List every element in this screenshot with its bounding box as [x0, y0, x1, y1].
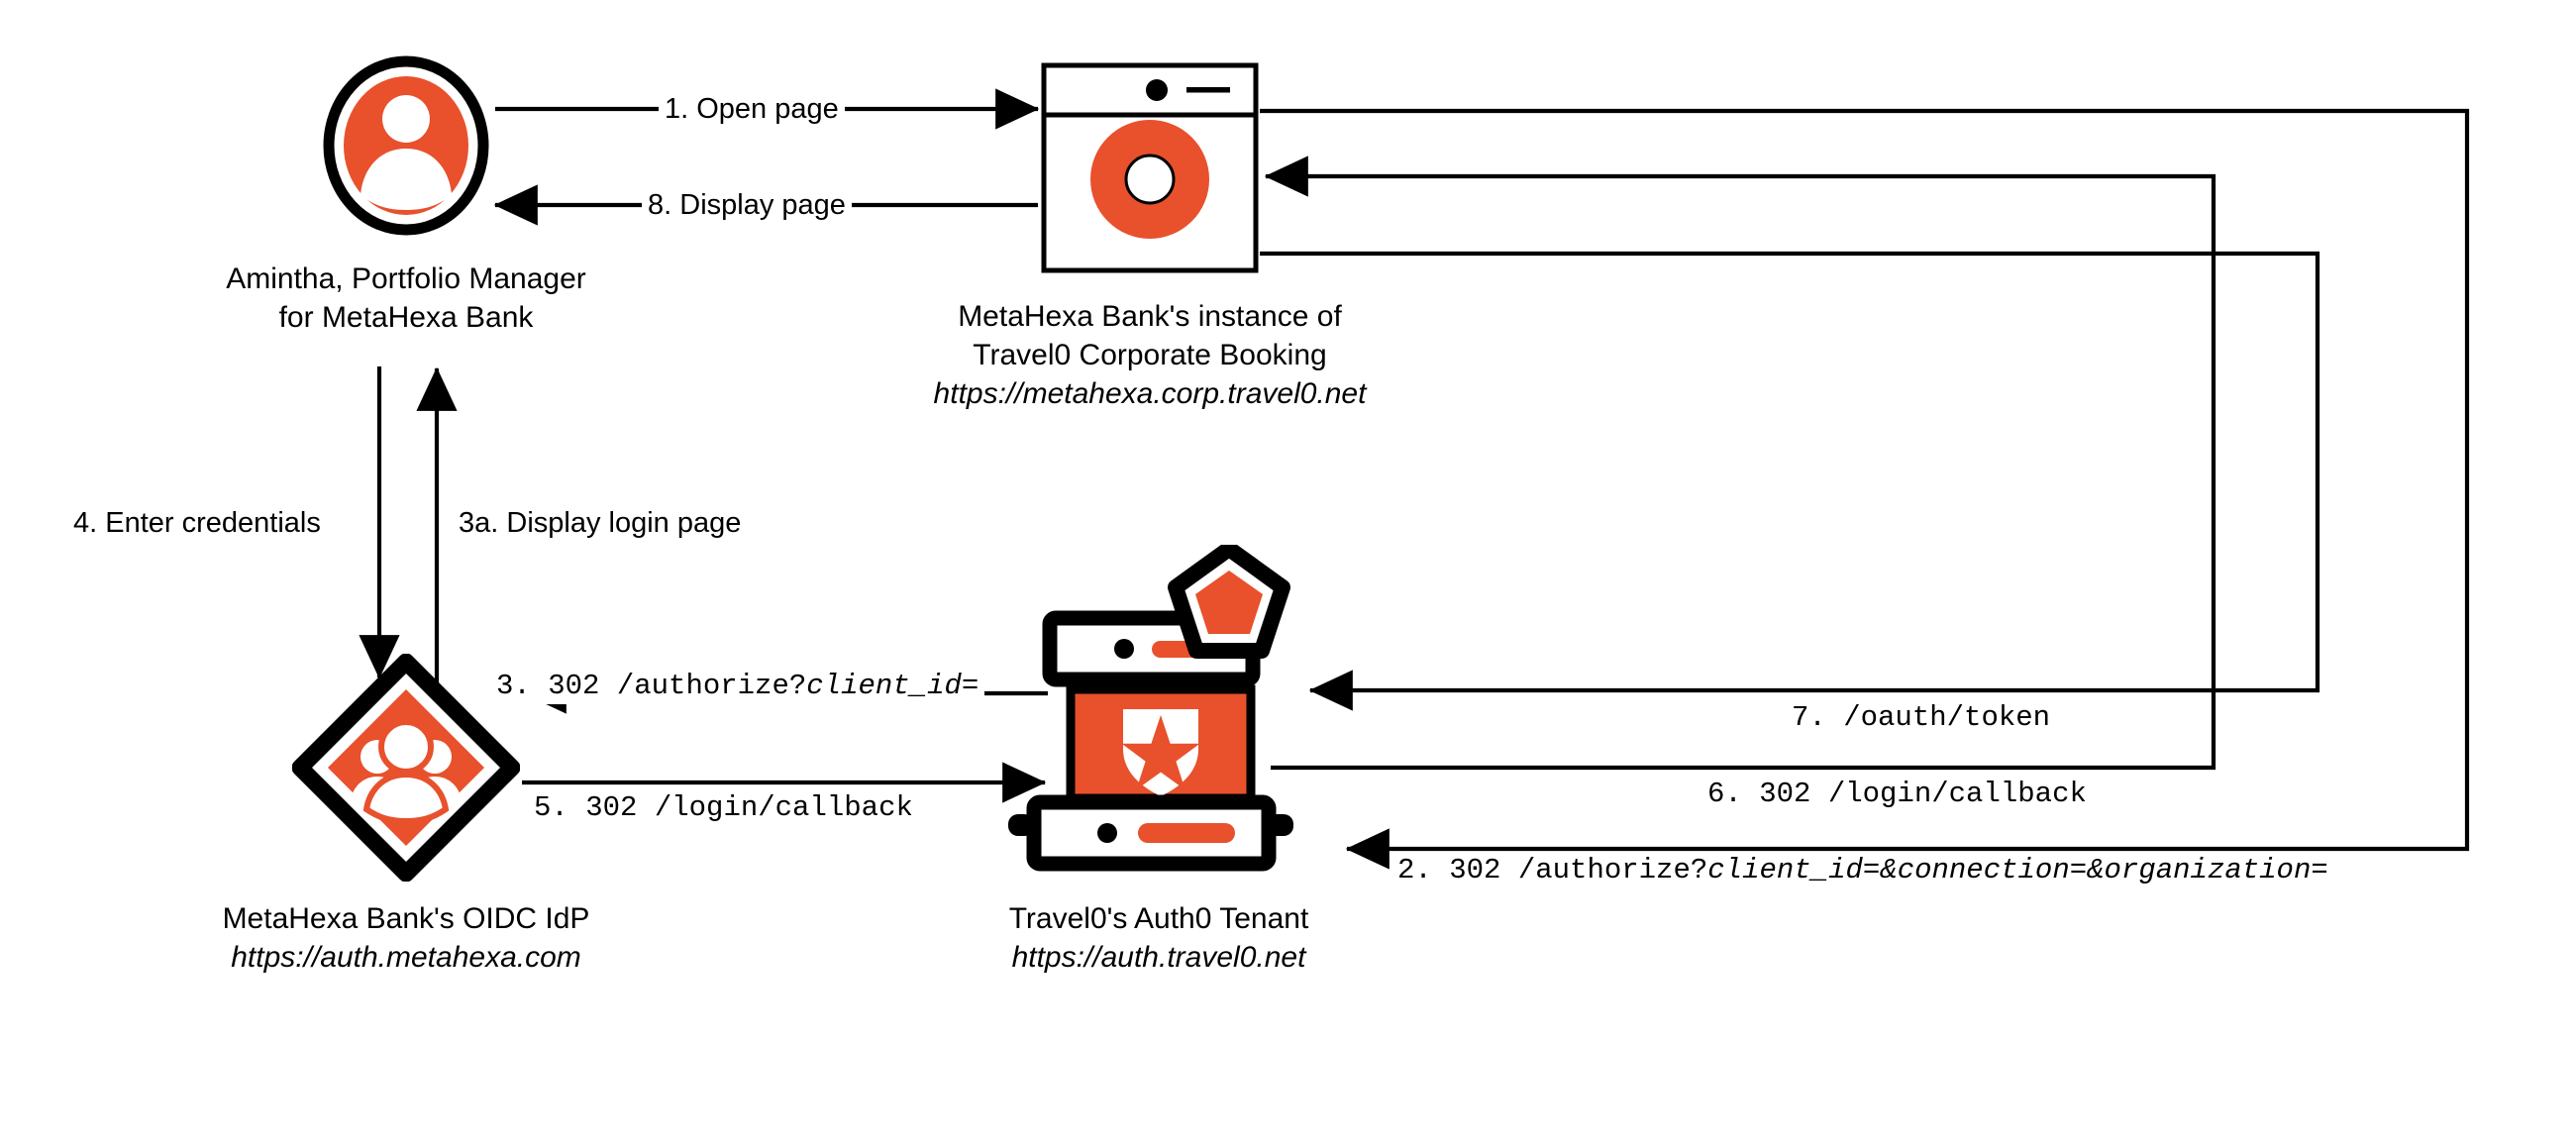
node-app-caption-line2: Travel0 Corporate Booking — [973, 339, 1327, 371]
step-5-text: 302 /login/callback — [567, 791, 913, 824]
step-6-number: 6. — [1707, 778, 1742, 810]
node-app-url: https://metahexa.corp.travel0.net — [933, 377, 1367, 410]
step-6-text: 302 /login/callback — [1741, 778, 2087, 810]
step-3-label: 3. 302 /authorize?client_id= — [490, 668, 985, 705]
step-3-number: 3. — [496, 670, 531, 702]
step-6-label: 6. 302 /login/callback — [1701, 776, 2093, 813]
step-3a-number: 3a. — [459, 507, 499, 539]
step-7-label: 7. /oauth/token — [1786, 699, 2057, 737]
step-2-params: client_id=&connection=&organization= — [1707, 854, 2328, 886]
step-3a-text: Display login page — [498, 507, 742, 539]
step-3-text: 302 /authorize? — [530, 670, 807, 702]
node-user-caption-line1: Amintha, Portfolio Manager — [226, 262, 586, 295]
step-4-label: 4. Enter credentials — [67, 505, 327, 543]
step-2-text: 302 /authorize? — [1431, 854, 1708, 886]
step-1-number: 1. — [665, 93, 689, 125]
auth0-shield-icon — [1121, 709, 1200, 796]
node-app-caption-line1: MetaHexa Bank's instance of — [958, 300, 1342, 333]
node-app-caption: MetaHexa Bank's instance of Travel0 Corp… — [853, 297, 1447, 413]
node-tenant-caption: Travel0's Auth0 Tenant https://auth.trav… — [862, 899, 1456, 977]
server-led-icon — [1097, 823, 1117, 843]
step-5-number: 5. — [534, 791, 568, 824]
user-avatar-icon — [323, 55, 489, 236]
step-8-text: Display page — [671, 189, 846, 221]
step-1-label: 1. Open page — [659, 91, 845, 129]
connector-step-2 — [1260, 108, 2470, 870]
node-user[interactable] — [317, 52, 495, 240]
server-led-icon — [1114, 639, 1134, 659]
pentagon-badge-icon — [1168, 545, 1290, 659]
node-idp-caption-line1: MetaHexa Bank's OIDC IdP — [222, 902, 590, 935]
window-dash-icon — [1186, 87, 1230, 93]
node-app[interactable] — [1040, 61, 1260, 274]
node-tenant[interactable] — [998, 545, 1320, 886]
step-7-text: /oauth/token — [1825, 701, 2051, 734]
gear-icon — [1090, 120, 1209, 239]
node-tenant-url: https://auth.travel0.net — [1011, 941, 1306, 974]
step-3a-label: 3a. Display login page — [453, 505, 748, 543]
node-user-caption-line2: for MetaHexa Bank — [278, 301, 534, 334]
node-user-caption: Amintha, Portfolio Manager for MetaHexa … — [119, 260, 693, 337]
node-idp[interactable] — [292, 654, 520, 882]
step-2-label: 2. 302 /authorize?client_id=&connection=… — [1391, 852, 2334, 889]
window-dot-icon — [1146, 79, 1168, 101]
auth0-tenant-server-icon — [1008, 545, 1293, 872]
step-7-number: 7. — [1792, 701, 1826, 734]
step-8-label: 8. Display page — [642, 187, 852, 225]
connector-step-6 — [1264, 156, 2216, 771]
step-3-params: client_id= — [806, 670, 979, 702]
browser-window-gear-icon — [1041, 62, 1259, 273]
step-8-number: 8. — [648, 189, 672, 221]
step-2-number: 2. — [1397, 854, 1432, 886]
node-idp-caption: MetaHexa Bank's OIDC IdP https://auth.me… — [109, 899, 703, 977]
step-1-text: Open page — [688, 93, 839, 125]
group-users-glyph — [351, 719, 462, 825]
step-4-number: 4. — [73, 507, 98, 539]
node-idp-url: https://auth.metahexa.com — [231, 941, 581, 974]
identity-provider-diamond-icon — [292, 654, 520, 882]
step-4-text: Enter credentials — [97, 507, 321, 539]
step-5-label: 5. 302 /login/callback — [528, 789, 919, 827]
node-tenant-caption-line1: Travel0's Auth0 Tenant — [1008, 902, 1309, 935]
